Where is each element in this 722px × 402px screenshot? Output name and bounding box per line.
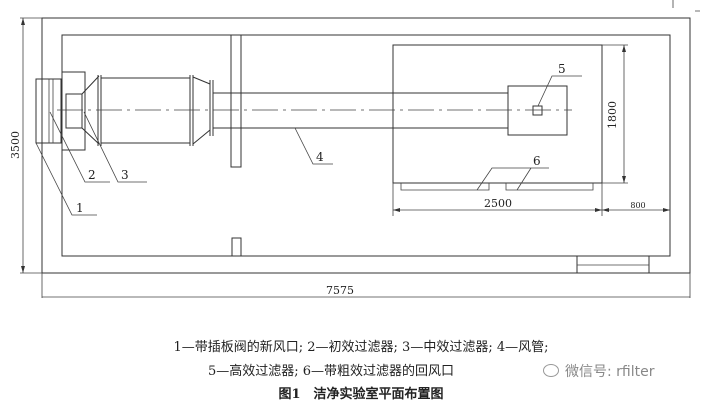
- svg-text:3: 3: [121, 168, 129, 182]
- return-air-grilles: [400, 183, 594, 191]
- wechat-icon: [543, 364, 559, 377]
- partition-wall: [230, 34, 242, 168]
- svg-text:7575: 7575: [326, 284, 354, 297]
- hepa-box: [507, 85, 568, 136]
- edge-marks: [672, 0, 700, 12]
- figure-title: 图1 洁净实验室平面布置图: [278, 387, 444, 402]
- dimension-3500: 3500: [9, 17, 42, 274]
- svg-text:800: 800: [630, 201, 645, 210]
- svg-text:4: 4: [316, 150, 324, 164]
- inner-wall: [61, 34, 671, 257]
- watermark: 微信号: rfilter: [543, 361, 655, 381]
- svg-text:6: 6: [533, 154, 541, 168]
- leader-4: 4: [294, 127, 333, 165]
- dimension-2500: 2500: [392, 183, 603, 216]
- leader-3: 3: [83, 111, 147, 183]
- clean-room: [392, 44, 603, 184]
- outer-wall: [41, 17, 691, 274]
- svg-text:2: 2: [88, 168, 96, 182]
- partition-stub: [231, 237, 242, 257]
- leader-5: 5: [537, 62, 582, 107]
- medium-filter: [81, 75, 214, 146]
- svg-text:5: 5: [558, 62, 566, 76]
- leader-2: 2: [49, 111, 110, 183]
- fresh-air-inlet: [35, 78, 62, 144]
- door: [576, 256, 650, 273]
- svg-text:1800: 1800: [606, 101, 619, 129]
- dimension-1800: 1800: [602, 44, 628, 184]
- hepa-filter: [532, 105, 543, 116]
- svg-text:1: 1: [76, 201, 84, 215]
- caption-line-2: 5—高效过滤器; 6—带粗效过滤器的回风口: [207, 364, 455, 379]
- dimension-800: 800: [602, 201, 670, 212]
- svg-text:2500: 2500: [484, 197, 512, 210]
- primary-filter: [61, 71, 86, 151]
- dimension-7575: 7575: [41, 273, 691, 298]
- svg-text:3500: 3500: [9, 131, 22, 159]
- leader-6: 6: [476, 154, 549, 191]
- caption-line-1: 1—带插板阀的新风口; 2—初效过滤器; 3—中效过滤器; 4—风管;: [173, 340, 549, 355]
- air-duct: [213, 92, 508, 129]
- leader-1: 1: [35, 142, 97, 216]
